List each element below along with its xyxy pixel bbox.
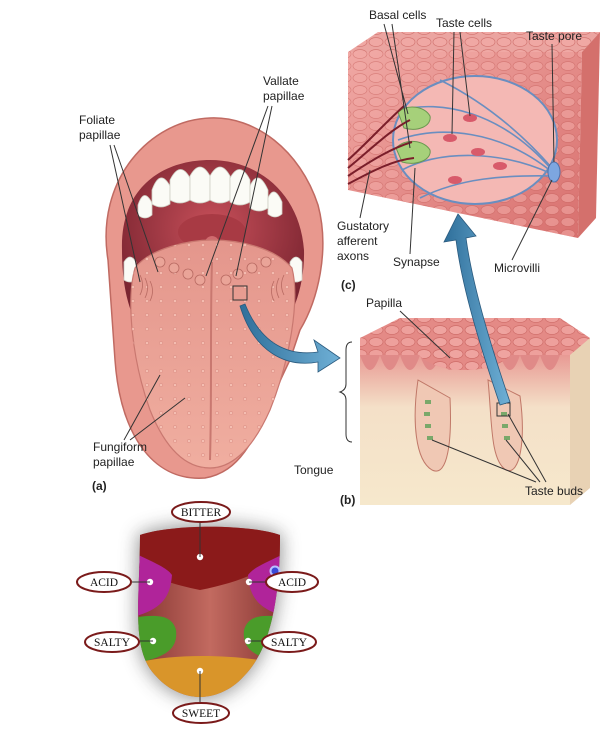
bitter-label: BITTER <box>181 507 222 519</box>
panel-c-label: (c) <box>341 278 356 292</box>
taste-bud-cross-section <box>347 32 600 238</box>
gustatory-label-line3: axons <box>337 249 369 263</box>
panel-b-labels: Papilla Tongue Taste buds (b) <box>294 296 583 507</box>
panel-a-labels: Foliate papillae Vallate papillae Fungif… <box>79 74 305 493</box>
fungiform-leader <box>123 374 186 441</box>
tongue-brace <box>338 341 353 443</box>
papilla-cross-section <box>360 318 590 505</box>
panel-a-label: (a) <box>92 479 107 493</box>
acid-right-oval: ACID <box>265 571 319 593</box>
salty-left-oval: SALTY <box>84 631 140 653</box>
panel-c-labels: Basal cells Taste cells Taste pore Gusta… <box>337 8 582 292</box>
zoom-arrow-to-papilla <box>239 303 341 373</box>
foliate-label-line1: Foliate <box>79 113 115 127</box>
acid-left-label: ACID <box>90 577 118 589</box>
taste-buds-label: Taste buds <box>525 484 583 498</box>
taste-map: BITTER ACID ACID SALTY SALTY SWEET <box>76 501 319 724</box>
taste-cells-leader <box>451 31 471 135</box>
gustatory-label-line2: afferent <box>337 234 378 248</box>
synapse-leader <box>409 167 416 255</box>
vallate-label-line1: Vallate <box>263 74 299 88</box>
basal-cells-leader <box>383 23 411 149</box>
zoom-arrow-to-taste-bud <box>443 213 511 406</box>
foliate-label-line2: papillae <box>79 128 121 142</box>
salty-left-label: SALTY <box>94 637 131 649</box>
acid-left-oval: ACID <box>76 571 132 593</box>
fungiform-label-line2: papillae <box>93 455 135 469</box>
microvilli-leader <box>511 179 553 261</box>
acid-right-label: ACID <box>278 577 306 589</box>
sweet-oval: SWEET <box>172 702 230 724</box>
salty-right-label: SALTY <box>271 637 308 649</box>
taste-cells-label: Taste cells <box>436 16 492 30</box>
vallate-label-line2: papillae <box>263 89 305 103</box>
salty-right-oval: SALTY <box>261 631 317 653</box>
taste-buds-leader <box>431 413 547 483</box>
taste-pore-leader <box>551 43 555 163</box>
gustatory-leader <box>359 169 371 219</box>
salty-zone-left <box>138 615 177 665</box>
fungiform-label-line1: Fungiform <box>93 440 147 454</box>
papilla-leader <box>399 310 451 359</box>
papilla-label: Papilla <box>366 296 402 310</box>
mouth-illustration <box>105 117 324 479</box>
vallate-leader <box>205 105 273 277</box>
panel-b-label: (b) <box>340 493 355 507</box>
foliate-leader <box>109 144 159 283</box>
basal-cells-label: Basal cells <box>369 8 426 22</box>
sweet-label: SWEET <box>182 708 220 720</box>
synapse-label: Synapse <box>393 255 440 269</box>
tongue-label: Tongue <box>294 463 334 477</box>
taste-pore-label: Taste pore <box>526 29 582 43</box>
microvilli-label: Microvilli <box>494 261 540 275</box>
bitter-oval: BITTER <box>171 501 231 523</box>
gustatory-label-line1: Gustatory <box>337 219 389 233</box>
